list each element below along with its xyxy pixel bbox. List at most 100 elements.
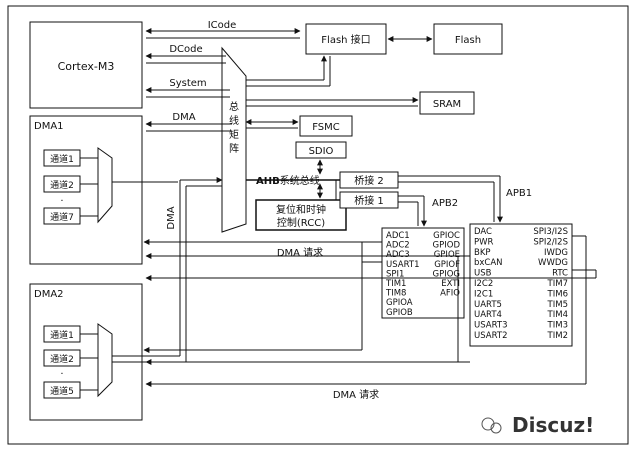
apb2-bus — [398, 195, 427, 227]
apb2-right-item: GPIOF — [434, 260, 460, 270]
apb1-left-item: I2C1 — [474, 289, 493, 299]
icode-bus — [145, 28, 301, 39]
wechat-icon — [481, 417, 495, 431]
apb2-right-item: GPIOG — [433, 269, 461, 279]
apb2-left-item: SPI1 — [386, 269, 404, 279]
dma2-label: DMA2 — [34, 289, 64, 300]
apb1-right-item: RTC — [552, 269, 568, 279]
apb1-right-item: TIM6 — [547, 289, 568, 299]
dma1-channel-1: 通道1 — [50, 153, 74, 165]
apb2-right-item: EXTI — [441, 279, 460, 289]
system-bus — [145, 87, 230, 98]
apb2-right-item: GPIOC — [433, 231, 460, 241]
flash-interface-label: Flash 接口 — [321, 33, 370, 46]
flash-label: Flash — [455, 35, 481, 46]
apb1-right-item: IWDG — [544, 248, 568, 258]
apb1-left-item: BKP — [474, 248, 491, 258]
svg-text:线: 线 — [229, 114, 239, 127]
apb1-peripherals-box — [469, 223, 573, 347]
dma1-label: DMA1 — [34, 121, 64, 132]
apb1-peripherals-left: DACPWRBKPbxCANUSBI2C2I2C1UART5UART4USART… — [474, 227, 507, 341]
apb1-right-item: TIM7 — [547, 279, 568, 289]
rcc-label-line2: 控制(RCC) — [277, 216, 325, 229]
apb2-right-item: GPIOE — [434, 250, 460, 260]
apb1-right-item: WWDG — [538, 258, 568, 268]
svg-text:总: 总 — [229, 100, 239, 113]
apb2-left-item: ADC1 — [386, 231, 410, 241]
apb2-left-item: GPIOA — [386, 298, 413, 308]
dma1-ellipsis: · — [60, 196, 63, 207]
bus-matrix — [221, 46, 247, 233]
bridge1-label: 桥接 1 — [354, 194, 384, 207]
apb1-left-item: UART5 — [474, 300, 502, 310]
dma-request-label-1: DMA 请求 — [277, 246, 323, 259]
sram-block — [419, 91, 475, 115]
apb2-peripherals-box — [381, 227, 465, 319]
dcode-bus — [145, 53, 226, 64]
apb2-left-item: GPIOB — [386, 308, 413, 318]
bridge2-block — [339, 171, 399, 189]
dma1-channel-7: 通道7 — [50, 211, 74, 223]
outer-frame — [7, 5, 629, 445]
apb2-right-item: AFIO — [440, 289, 460, 299]
dma2-arbiter — [97, 323, 113, 398]
apb1-right-item: TIM5 — [547, 300, 568, 310]
matrix-to-sram-bus — [246, 97, 419, 107]
apb2-left-item: TIM1 — [385, 279, 406, 289]
apb1-left-item: PWR — [474, 237, 494, 247]
dma-request-lines-apb2 — [143, 239, 382, 353]
fsmc-block — [299, 115, 353, 137]
apb1-bus — [398, 175, 503, 223]
dma-request-label-2: DMA 请求 — [333, 388, 379, 401]
system-label: System — [169, 78, 206, 89]
apb2-right-item: GPIOD — [433, 241, 461, 251]
apb1-left-item: bxCAN — [474, 258, 503, 268]
apb1-right-item: TIM3 — [547, 321, 568, 331]
apb1-left-item: USB — [474, 269, 492, 279]
svg-text:阵: 阵 — [229, 142, 239, 155]
cortex-m3-block — [29, 21, 143, 109]
watermark: Discuz! — [481, 413, 594, 437]
rcc-block — [255, 199, 347, 231]
apb2-left-item: ADC2 — [386, 241, 410, 251]
matrix-to-flash-if-bus — [246, 55, 331, 87]
apb1-left-item: USART3 — [474, 321, 507, 331]
watermark-text: Discuz! — [512, 413, 594, 437]
dma1-channel-2: 通道2 — [50, 179, 74, 191]
apb1-left-item: UART4 — [474, 310, 502, 320]
cortex-m3-label: Cortex-M3 — [58, 60, 115, 73]
apb1-peripherals-right: SPI3/I2SSPI2/I2SIWDGWWDGRTCTIM7TIM6TIM5T… — [533, 227, 568, 341]
apb1-label: APB1 — [506, 188, 532, 199]
apb1-right-item: SPI3/I2S — [533, 227, 568, 237]
matrix-to-fsmc-bus — [245, 119, 299, 129]
svg-text:矩: 矩 — [229, 128, 239, 141]
dma-vertical-label: DMA — [166, 206, 177, 229]
apb2-left-item: TIM8 — [385, 289, 406, 299]
dma-request-lines-apb1 — [145, 253, 470, 365]
apb1-right-item: SPI2/I2S — [533, 237, 568, 247]
sdio-block — [295, 141, 347, 159]
flash-interface-block — [305, 23, 387, 55]
apb2-left-item: ADC3 — [386, 250, 410, 260]
dma2-ellipsis: · — [60, 369, 63, 380]
dma-label: DMA — [172, 112, 195, 123]
sram-label: SRAM — [433, 99, 461, 110]
dma2-channel-1: 通道1 — [50, 329, 74, 341]
apb1-right-item: TIM4 — [547, 310, 568, 320]
dcode-label: DCode — [169, 44, 202, 55]
sdio-label: SDIO — [309, 146, 334, 157]
dma1-arbiter — [97, 147, 113, 224]
bus-matrix-label: 总 线 矩 阵 — [229, 100, 239, 155]
flash-block — [433, 23, 503, 55]
rcc-label-line1: 复位和时钟 — [276, 203, 326, 216]
apb1-left-item: I2C2 — [474, 279, 493, 289]
dma2-channel-5: 通道5 — [50, 385, 74, 397]
dma-request-lines-bottom — [145, 235, 597, 387]
ahb-label: AHB系统总线 — [256, 174, 320, 187]
fsmc-label: FSMC — [312, 122, 340, 133]
apb1-left-item: DAC — [474, 227, 492, 237]
bridge2-label: 桥接 2 — [354, 174, 384, 187]
dma-bus — [145, 121, 232, 132]
